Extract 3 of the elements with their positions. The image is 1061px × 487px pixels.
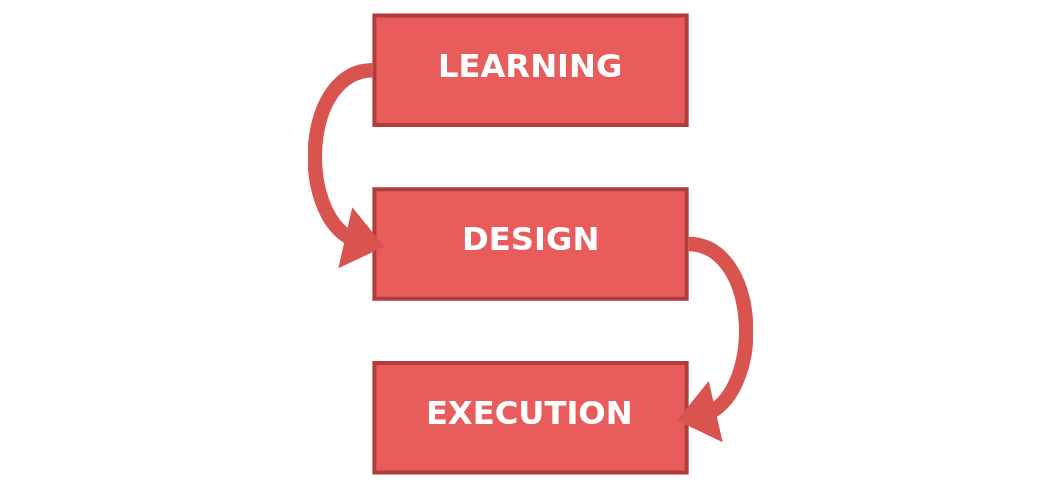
node-box: EXECUTION (372, 360, 689, 475)
node-box: LEARNING (372, 12, 689, 127)
node-box: DESIGN (372, 186, 689, 301)
